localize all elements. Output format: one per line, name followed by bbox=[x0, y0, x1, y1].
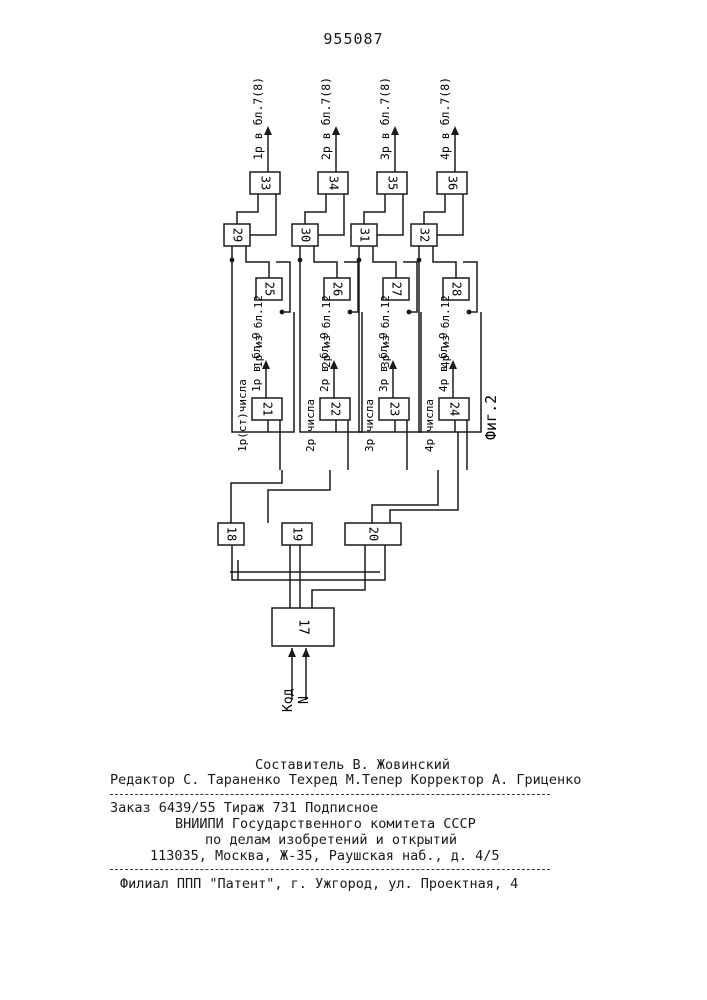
dot-mem-28 bbox=[467, 310, 472, 315]
block-32-label: 32 bbox=[418, 228, 432, 242]
block-25-label: 25 bbox=[263, 282, 277, 296]
block-29-label: 29 bbox=[231, 228, 245, 242]
block-30-label: 30 bbox=[299, 228, 313, 242]
bus-4 bbox=[232, 545, 385, 580]
footer-rule-2 bbox=[110, 869, 550, 870]
wire-sel-29 bbox=[237, 194, 258, 224]
block-31-label: 31 bbox=[358, 228, 372, 242]
arrow-out-34 bbox=[332, 126, 340, 135]
dot-mem-27 bbox=[407, 310, 412, 315]
block-22-label: 22 bbox=[329, 402, 343, 416]
block-20-label: 20 bbox=[367, 527, 381, 541]
dot-mem-26 bbox=[348, 310, 353, 315]
block-18-label: 18 bbox=[225, 527, 239, 541]
wire-sel-31 bbox=[364, 194, 385, 224]
block-35-label: 35 bbox=[386, 176, 400, 190]
wire-sel-32 bbox=[424, 194, 445, 224]
block-21-label: 21 bbox=[261, 402, 275, 416]
figure-label: Фиг.2 bbox=[482, 395, 500, 440]
block-28-label: 28 bbox=[450, 282, 464, 296]
footer-org-1: ВНИИПИ Государственного комитета СССР bbox=[175, 816, 476, 832]
footer-address: 113035, Москва, Ж-35, Раушская наб., д. … bbox=[150, 848, 500, 864]
label-cnt-in-24: 4р числа bbox=[423, 399, 436, 452]
arrow-out-35 bbox=[391, 126, 399, 135]
wire-mem-27 bbox=[373, 246, 396, 278]
input-label-code: Код bbox=[281, 688, 296, 712]
label-cnt-in-22: 2р числа bbox=[304, 399, 317, 452]
dot-loop-21 bbox=[230, 258, 235, 263]
block-19-label: 19 bbox=[291, 527, 305, 541]
footer-order: Заказ 6439/55 Тираж 731 Подписное bbox=[110, 800, 378, 816]
label-cnt-in-21: 1р(ст)числа bbox=[236, 379, 249, 452]
footer-compiler: Составитель В. Жовинский bbox=[255, 757, 450, 773]
arrow-out-33 bbox=[264, 126, 272, 135]
arrow-in-2 bbox=[302, 648, 310, 657]
wire-mem-28 bbox=[433, 246, 456, 278]
bus-3 bbox=[312, 545, 365, 608]
wire-mem-26 bbox=[314, 246, 337, 278]
block-33-label: 33 bbox=[259, 176, 273, 190]
arrow-in-1 bbox=[288, 648, 296, 657]
wire-sel2-32 bbox=[437, 194, 463, 235]
wire-sel2-29 bbox=[250, 194, 276, 235]
block-17-label: 17 bbox=[296, 619, 311, 635]
wire-sel2-31 bbox=[377, 194, 403, 235]
dot-loop-23 bbox=[357, 258, 362, 263]
label-out-33: 1р в бл.7(8) bbox=[251, 77, 265, 160]
block-23-label: 23 bbox=[388, 402, 402, 416]
wire-sel2-30 bbox=[318, 194, 344, 235]
dot-loop-22 bbox=[298, 258, 303, 263]
wire-sel-30 bbox=[305, 194, 326, 224]
arrow-out-36 bbox=[451, 126, 459, 135]
label-cnt-in-23: 3р числа bbox=[363, 399, 376, 452]
label-cnt-out-24: 4р в бл.9 bbox=[437, 332, 450, 392]
label-cnt-out-22: 2р в бл.9 bbox=[318, 332, 331, 392]
label-out-36: 4р в бл.7(8) bbox=[438, 77, 452, 160]
block-34-label: 34 bbox=[327, 176, 341, 190]
footer-org-2: по делам изобретений и открытий bbox=[205, 832, 457, 848]
wire-20-up bbox=[372, 470, 438, 523]
block-diagram: 331р в бл.7(8)29251р из бл.12211р в бл.9… bbox=[0, 0, 707, 740]
block-24-label: 24 bbox=[448, 402, 462, 416]
wire-18-up bbox=[231, 470, 282, 523]
footer-rule-1 bbox=[110, 794, 550, 795]
block-26-label: 26 bbox=[331, 282, 345, 296]
block-36-label: 36 bbox=[446, 176, 460, 190]
label-cnt-out-21: 1р в бл.9 bbox=[250, 332, 263, 392]
footer-branch: Филиал ППП "Патент", г. Ужгород, ул. Про… bbox=[120, 876, 518, 892]
label-cnt-out-23: 3р в бл.9 bbox=[377, 332, 390, 392]
label-out-35: 3р в бл.7(8) bbox=[378, 77, 392, 160]
label-out-34: 2р в бл.7(8) bbox=[319, 77, 333, 160]
wire-mem-25 bbox=[246, 246, 269, 278]
footer-editors: Редактор С. Тараненко Техред М.Тепер Кор… bbox=[110, 772, 581, 788]
input-label-n: N bbox=[297, 696, 312, 704]
dot-mem-25 bbox=[280, 310, 285, 315]
dot-loop-24 bbox=[417, 258, 422, 263]
wire-19-up bbox=[268, 470, 330, 523]
block-27-label: 27 bbox=[390, 282, 404, 296]
